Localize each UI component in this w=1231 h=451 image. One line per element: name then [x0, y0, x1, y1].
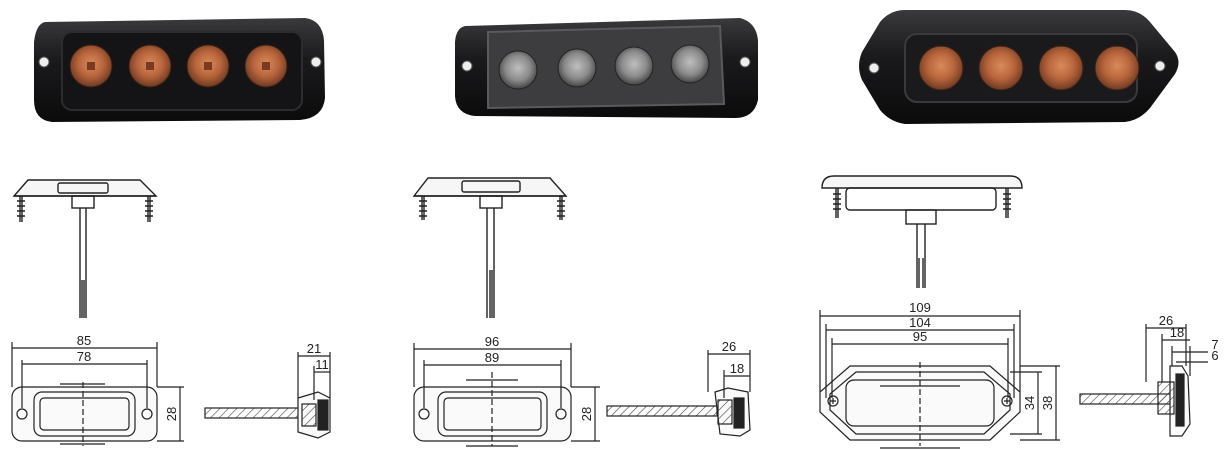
light-3-side-section — [1079, 324, 1208, 437]
light-2-photo — [455, 18, 758, 118]
light-2-front-drawing — [413, 343, 600, 447]
dim-depth: 26 — [1159, 313, 1173, 328]
dim-flange: 6 — [1211, 348, 1218, 363]
dim-inner-height: 34 — [1022, 396, 1037, 410]
mounting-hole-icon — [38, 56, 50, 68]
mounting-hole-icon — [310, 56, 322, 68]
mounting-hole-icon — [868, 62, 880, 74]
dim-base-depth: 18 — [1170, 325, 1184, 340]
dim-overall-width: 96 — [485, 334, 499, 349]
led-array — [69, 44, 288, 88]
light-1-side-section — [204, 352, 331, 439]
light-3-profile — [821, 175, 1023, 288]
light-3-photo — [859, 10, 1179, 124]
light-2-profile — [412, 177, 568, 318]
dim-base-depth: 11 — [315, 357, 329, 372]
dim-base-depth: 18 — [730, 361, 744, 376]
mounting-hole-icon — [461, 60, 473, 72]
dim-hole-spacing: 89 — [485, 350, 499, 365]
dim-hole-spacing: 104 — [909, 315, 931, 330]
dim-height: 28 — [579, 407, 594, 421]
dim-height: 28 — [164, 407, 179, 421]
dim-overall-width: 109 — [909, 300, 931, 315]
light-1-photo — [34, 18, 325, 122]
mounting-hole-icon — [1154, 60, 1166, 72]
dim-overall-width: 85 — [77, 333, 91, 348]
light-3-front-drawing — [819, 310, 1060, 449]
dim-depth: 26 — [722, 339, 736, 354]
dim-hole-spacing: 78 — [77, 349, 91, 364]
dim-lens-depth: 7 — [1211, 337, 1218, 352]
dim-inner-width: 95 — [913, 329, 927, 344]
light-2-side-section — [606, 350, 751, 437]
led-array — [498, 44, 710, 90]
mounting-hole-icon — [739, 56, 751, 68]
light-1-profile — [12, 179, 158, 318]
light-1-front-drawing — [11, 342, 184, 446]
dim-depth: 21 — [307, 341, 321, 356]
led-array — [918, 45, 1140, 91]
dim-outer-height: 38 — [1040, 396, 1055, 410]
